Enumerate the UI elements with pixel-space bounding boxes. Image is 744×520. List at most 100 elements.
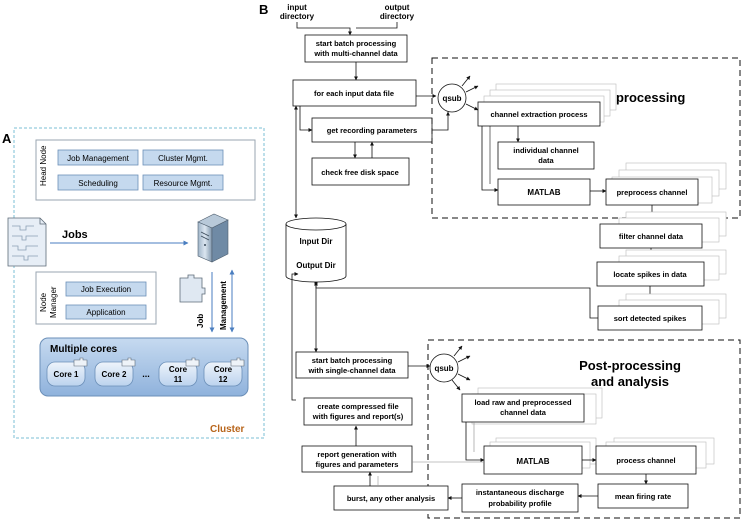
process-channel-stack	[595, 437, 715, 475]
core-2-label: Core 2	[102, 370, 127, 379]
node-manager-group: Node Manager Job Execution Application	[35, 271, 157, 325]
core-12-label-2: 12	[219, 375, 228, 384]
core-11-puzzle-icon	[185, 357, 200, 367]
panel-a-label: A	[2, 131, 12, 146]
output-dir-label: Output Dir	[296, 261, 336, 270]
input-dir-label: Input Dir	[300, 237, 333, 246]
qsub-bottom-label: qsub	[434, 364, 453, 373]
cores-ellipsis: ...	[142, 369, 150, 379]
input-directory-label-2: directory	[280, 12, 315, 21]
process-channel-label: process channel	[616, 456, 675, 465]
node-manager-label-2: Manager	[49, 286, 58, 318]
instantaneous-box	[461, 483, 579, 513]
server-icon	[197, 213, 229, 263]
qsub-bottom-node	[429, 353, 459, 383]
load-raw-label-2: channel data	[500, 408, 547, 417]
core-11-label-2: 11	[174, 375, 183, 384]
postprocessing-title-1: Post-processing	[579, 358, 681, 373]
channel-extraction-stack	[477, 83, 617, 127]
locate-spikes-label: locate spikes in data	[613, 270, 687, 279]
preprocess-stack	[605, 162, 727, 206]
job-management-label: Job Management	[67, 154, 130, 163]
report-generation-label-1: report generation with	[317, 450, 397, 459]
postprocessing-boundary	[427, 339, 741, 519]
qsub-top-ray-2	[465, 85, 479, 93]
qsub-bottom-ray-4	[451, 379, 461, 391]
panel-b-label: B	[259, 2, 268, 17]
start-batch-multi-box	[304, 34, 408, 63]
extraction-to-matlab-arrow	[481, 126, 499, 192]
core-2-puzzle-icon	[121, 357, 136, 367]
channel-extraction-label: channel extraction process	[490, 110, 587, 119]
individual-channel-label-1: individual channel	[513, 146, 578, 155]
for-each-input-box	[292, 79, 417, 107]
job-execution-label: Job Execution	[81, 285, 131, 294]
head-node-label: Head Node	[39, 145, 48, 186]
matlab-top-box	[497, 178, 591, 206]
resource-mgmt-button	[142, 174, 224, 191]
filter-channel-label: filter channel data	[619, 232, 684, 241]
job-puzzle-icon	[179, 274, 206, 303]
create-compressed-label-2: with figures and report(s)	[312, 412, 404, 421]
jobs-label: Jobs	[62, 229, 88, 241]
application-button	[65, 304, 147, 320]
sort-spikes-label: sort detected spikes	[614, 314, 687, 323]
qsub-top-ray-1	[461, 75, 471, 87]
sort-stack	[597, 293, 727, 331]
burst-analysis-box	[333, 485, 449, 511]
output-directory-line	[356, 22, 398, 29]
cluster-mgmt-label: Cluster Mgmt.	[158, 154, 208, 163]
application-label: Application	[86, 308, 125, 317]
management-arrow-label: Management	[219, 281, 228, 330]
instantaneous-label-2: probability profile	[488, 499, 551, 508]
core-1-puzzle-icon	[73, 357, 88, 367]
foreach-to-recording-arrow	[299, 106, 313, 132]
for-each-input-label: for each input data file	[314, 89, 394, 98]
core-11	[158, 361, 198, 387]
filter-stack	[599, 211, 727, 249]
sort-to-outputdir-arrow	[314, 279, 598, 319]
report-generation-label-2: figures and parameters	[316, 460, 399, 469]
matlab-bottom-stack	[483, 437, 597, 475]
core-12-label: Core	[214, 365, 233, 374]
matlab-bottom-label: MATLAB	[516, 457, 549, 466]
job-management-button	[57, 149, 139, 166]
core-12	[203, 361, 243, 387]
report-generation-box	[301, 445, 413, 473]
head-node-group: Head Node Job Management Cluster Mgmt. S…	[35, 139, 256, 201]
qsub-bottom-ray-1	[453, 345, 463, 357]
cluster-boundary	[13, 127, 265, 439]
mean-firing-rate-label: mean firing rate	[615, 492, 671, 501]
core-1	[46, 361, 86, 387]
start-batch-multi-label-1: start batch processing	[316, 39, 397, 48]
load-raw-stack	[461, 387, 603, 425]
postprocessing-title-2: and analysis	[591, 374, 669, 389]
qsub-top-ray-3	[465, 103, 479, 111]
job-execution-button	[65, 281, 147, 297]
preprocessing-boundary	[431, 57, 741, 219]
individual-channel-box	[497, 141, 595, 170]
qsub-bottom-ray-2	[457, 355, 471, 363]
input-directory-arrow	[296, 22, 352, 36]
compressed-to-cylinder-arrow	[291, 272, 299, 401]
check-free-disk-label: check free disk space	[321, 168, 399, 177]
burst-analysis-label: burst, any other analysis	[347, 494, 435, 503]
get-recording-label: get recording parameters	[327, 126, 417, 135]
jobs-puzzle-icon	[7, 217, 47, 267]
check-free-disk-box	[311, 157, 410, 186]
output-directory-label-2: directory	[380, 12, 415, 21]
core-11-label: Core	[169, 365, 188, 374]
core-12-puzzle-icon	[230, 357, 245, 367]
instantaneous-label-1: instantaneous discharge	[476, 488, 564, 497]
start-batch-single-label-2: with single-channel data	[307, 366, 396, 375]
job-arrow-label: Job	[196, 314, 205, 328]
start-batch-single-label-1: start batch processing	[312, 356, 393, 365]
matlab-top-label: MATLAB	[527, 188, 560, 197]
cluster-mgmt-button	[142, 149, 224, 166]
core-1-label: Core 1	[54, 370, 79, 379]
create-compressed-box	[303, 397, 413, 426]
cluster-label: Cluster	[210, 424, 245, 435]
resource-mgmt-label: Resource Mgmt.	[154, 179, 213, 188]
qsub-top-node	[437, 83, 467, 113]
